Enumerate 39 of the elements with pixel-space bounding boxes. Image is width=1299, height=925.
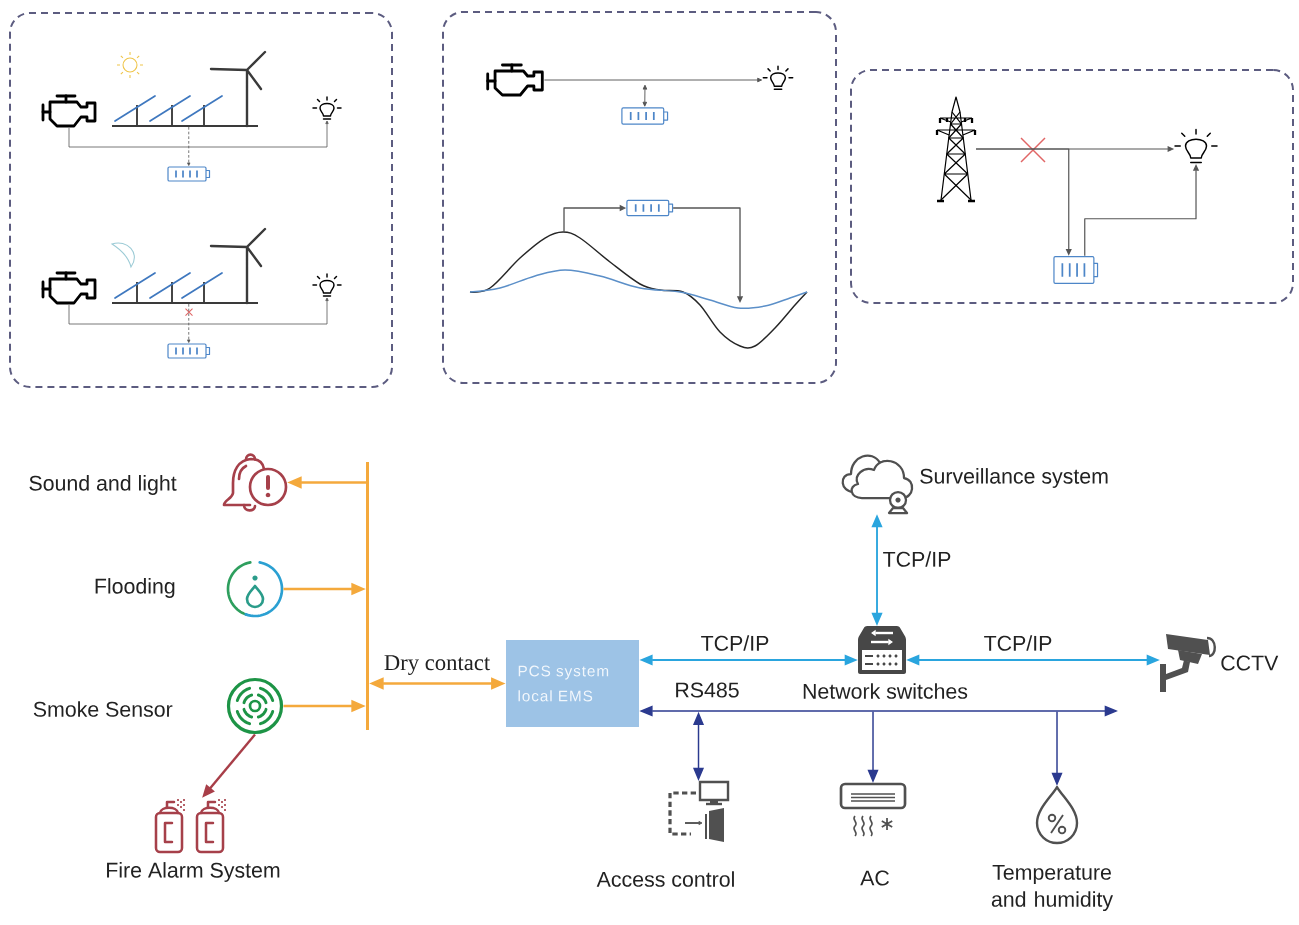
solar-wind-picture [112,50,267,128]
group-frame [850,69,1294,304]
icon-label: Network switches [803,683,968,699]
icon-label: Temperature and humidity [991,864,1113,912]
edge-label: TCP/IP [698,633,772,653]
arrow [187,126,191,166]
battery-icon [167,343,211,359]
engine-icon [41,271,97,305]
icon-label: Smoke Sensor [33,701,173,717]
engine-icon [41,94,97,128]
edge-label: TCP/IP [880,549,954,569]
arrow [187,303,191,343]
icon-label: Sound and light [29,475,177,495]
arrow [68,297,329,325]
battery-icon [621,107,669,125]
icon-label: Fire Alarm System [107,862,280,882]
arrow [543,77,763,83]
icon-label: CCTV [1221,655,1279,671]
light-bulb-icon [312,96,342,120]
light-bulb-icon [1174,128,1218,164]
power-tower-icon [935,96,977,203]
battery-icon [167,166,211,182]
icon-label: Surveillance system [920,468,1108,488]
icon-label: Flooding [95,578,175,598]
battery-icon [1053,256,1099,284]
icon-label: AC [860,870,889,886]
edge-label: TCP/IP [981,633,1055,653]
group-frame [9,12,393,388]
solar-wind-picture [111,227,267,305]
light-bulb-icon [762,65,794,91]
arrow [68,120,329,148]
engine-icon [486,63,544,97]
bus-label: RS485 [676,682,739,698]
light-bulb-icon [312,273,342,297]
system-box: PCS system local EMS [506,640,639,727]
battery-icon [626,199,674,217]
edge-label: Dry contact [381,653,493,677]
icon-label: Access control [596,871,734,887]
arrow [642,84,648,107]
